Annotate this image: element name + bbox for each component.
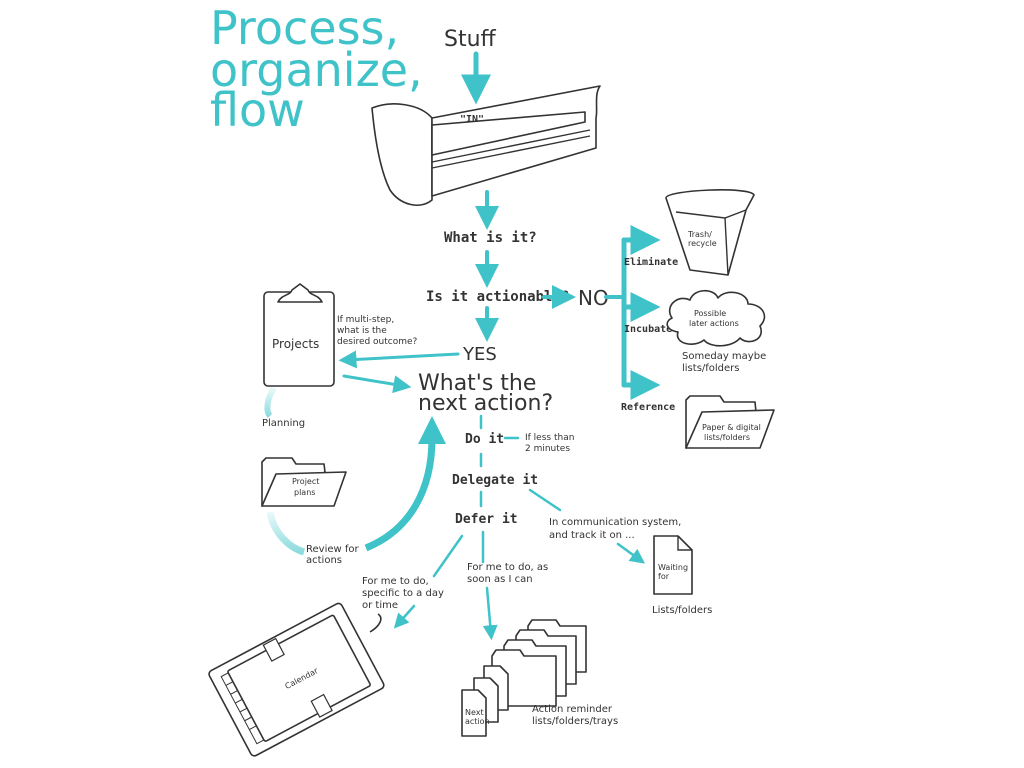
next-action-line-2: next action? [418, 391, 553, 416]
someday-label-2: lists/folders [682, 363, 740, 374]
trash-bin-icon: Trash/ recycle [665, 189, 755, 276]
defer-day-arrow [393, 604, 416, 629]
projects-clipboard-icon: Projects [263, 283, 335, 387]
do-it-label: Do it [465, 432, 504, 447]
no-branch: Eliminate Incubate Reference [604, 225, 678, 413]
title-line-1: Process, [210, 1, 399, 55]
defer-day-line [432, 534, 464, 578]
defer-day-note-2: specific to a day [362, 588, 444, 599]
trash-label-2: recycle [688, 239, 717, 248]
planning-label: Planning [262, 418, 305, 429]
cloud-label-2: later actions [689, 319, 739, 328]
action-reminder-label-1: Action reminder [532, 704, 613, 715]
yes-label: YES [462, 344, 497, 365]
review-label-1: Review for [306, 544, 359, 555]
calendar-icon: Calendar [208, 602, 385, 757]
reference-label: Reference [621, 402, 675, 413]
incubate-label: Incubate [624, 324, 672, 335]
defer-soon-note-2: soon as I can [467, 574, 533, 585]
cloud-icon: Possible later actions [666, 289, 766, 347]
eliminate-label: Eliminate [624, 256, 678, 268]
what-is-it-question: What is it? [444, 230, 537, 246]
next-action-doc-label-2: action [465, 717, 490, 726]
next-action-doc-label-1: Next [465, 708, 484, 717]
review-arrowhead [418, 416, 446, 444]
delegate-note-2: and track it on ... [549, 530, 635, 541]
title-line-2: organize, [210, 43, 423, 97]
action-reminder-folders-icon: Next action [461, 619, 587, 737]
lists-folders-label: Lists/folders [652, 605, 712, 616]
trash-label-1: Trash/ [687, 230, 712, 239]
waiting-label-2: for [658, 572, 670, 581]
action-reminder-label-2: lists/folders/trays [532, 716, 618, 727]
multi-step-note-2: what is the [337, 326, 387, 336]
delegate-it-label: Delegate it [452, 473, 538, 488]
projects-label: Projects [272, 337, 319, 351]
defer-soon-note-1: For me to do, as [467, 562, 548, 573]
defer-day-note-1: For me to do, [362, 576, 429, 587]
in-tray-icon: "IN" [371, 85, 601, 206]
delegate-arrow [616, 542, 646, 564]
no-label: NO [578, 286, 609, 310]
someday-label-1: Someday maybe [682, 351, 766, 362]
project-plans-label-1: Project [292, 477, 319, 486]
defer-day-note-3: or time [362, 600, 398, 611]
projects-to-next-action-arrow [342, 374, 412, 394]
stuff-label: Stuff [444, 27, 497, 52]
in-tray-label: "IN" [460, 114, 484, 125]
project-plans-label-2: plans [294, 488, 315, 497]
diagram-title: Process, organize, flow [210, 1, 423, 137]
multi-step-note-3: desired outcome? [337, 337, 418, 347]
is-actionable-question: Is it actionable? [426, 289, 569, 305]
review-curve [266, 511, 306, 556]
waiting-for-document-icon: Waiting for [653, 535, 693, 595]
delegate-note-1: In communication system, [549, 517, 681, 528]
delegate-line [528, 488, 562, 512]
project-plans-folder-icon: Project plans [261, 457, 347, 507]
reference-folder-label-1: Paper & digital [702, 423, 761, 432]
reference-folder-icon: Paper & digital lists/folders [685, 395, 775, 449]
title-line-3: flow [210, 83, 305, 137]
calendar-hook [369, 613, 382, 633]
defer-it-label: Defer it [455, 512, 518, 527]
review-label-2: actions [306, 555, 342, 566]
reference-folder-label-2: lists/folders [704, 433, 750, 442]
yes-to-projects-arrow [338, 350, 460, 369]
do-it-note-1: If less than [525, 433, 574, 443]
defer-soon-arrow [482, 586, 498, 641]
next-action-line-1: What's the [418, 371, 536, 396]
do-it-note-2: 2 minutes [525, 444, 570, 454]
planning-curve [264, 386, 277, 419]
waiting-label-1: Waiting [658, 563, 688, 572]
cloud-label-1: Possible [694, 309, 726, 318]
multi-step-note-1: If multi-step, [337, 315, 394, 325]
review-to-next-action-arrow [364, 437, 436, 552]
